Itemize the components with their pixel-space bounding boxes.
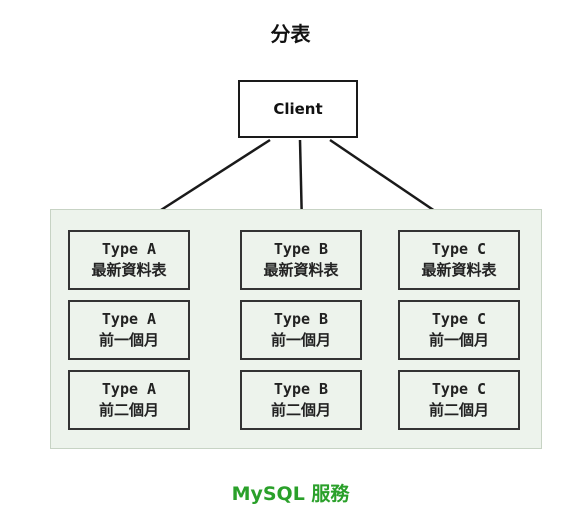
table-period-label: 前一個月 [98, 331, 159, 349]
table-type-a-prev-1: Type A 前一個月 [68, 300, 190, 360]
table-type-c-prev-1: Type C 前一個月 [398, 300, 520, 360]
table-period-label: 前二個月 [98, 401, 159, 419]
table-type-b-prev-1: Type B 前一個月 [240, 300, 362, 360]
table-period-label: 前一個月 [428, 331, 489, 349]
table-period-label: 最新資料表 [263, 261, 339, 279]
table-type-label: Type A [101, 380, 157, 398]
table-type-label: Type A [101, 240, 157, 258]
client-node: Client [238, 80, 358, 138]
table-type-a-prev-2: Type A 前二個月 [68, 370, 190, 430]
table-period-label: 前二個月 [270, 401, 331, 419]
table-type-label: Type C [431, 380, 487, 398]
table-period-label: 前一個月 [270, 331, 331, 349]
table-period-label: 最新資料表 [421, 261, 497, 279]
table-type-b-latest: Type B 最新資料表 [240, 230, 362, 290]
table-type-c-latest: Type C 最新資料表 [398, 230, 520, 290]
table-type-label: Type B [273, 310, 329, 328]
table-type-label: Type B [273, 380, 329, 398]
table-type-label: Type B [273, 240, 329, 258]
table-type-label: Type C [431, 240, 487, 258]
table-type-a-latest: Type A 最新資料表 [68, 230, 190, 290]
diagram-title: 分表 [270, 22, 311, 46]
client-label: Client [273, 100, 323, 118]
table-period-label: 前二個月 [428, 401, 489, 419]
table-type-label: Type C [431, 310, 487, 328]
table-type-b-prev-2: Type B 前二個月 [240, 370, 362, 430]
table-type-label: Type A [101, 310, 157, 328]
table-period-label: 最新資料表 [91, 261, 167, 279]
mysql-service-label: MySQL 服務 [231, 483, 350, 505]
table-type-c-prev-2: Type C 前二個月 [398, 370, 520, 430]
